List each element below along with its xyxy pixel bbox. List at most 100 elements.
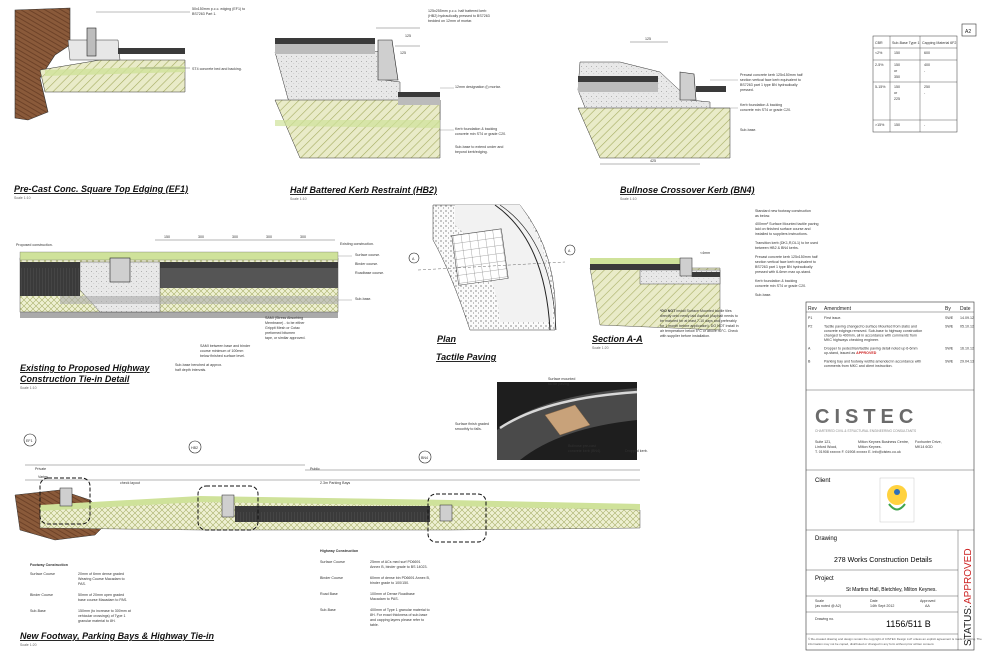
section-note: Sub-base. [755,293,771,297]
cbr-header-2: Capping Material 6F2 [922,41,956,45]
cbr-cell: 400 [924,63,930,67]
approved-label: Approved [920,599,935,603]
warning-line: directly onto newly laid Asphalt (Asphal… [660,314,738,318]
project-label: Project [815,576,834,582]
footway-layer-desc: 50mm of 20mm open graded [78,593,124,597]
bn4-dim-1: 125 [645,37,651,41]
tie-note-7: below finished surface level. [200,354,245,358]
drawing-number: 1156/511 B [886,619,931,629]
section-note: BS7263 part 1 type BN hydraulically [755,265,813,269]
cbr-header-1: Sub-Base Type 1 [892,41,920,45]
tie-note-5: SAMI between base and binder [200,344,251,348]
tie-note-0: SAMI (Stress Absorbing [265,316,303,320]
revision-id: P2 [808,325,812,329]
cbr-cell: 2-5% [875,63,884,67]
cbr-cell: 350 [894,75,900,79]
revision-text: up-stand, issued as APPROVED [824,351,877,355]
revision-by: SWE [945,360,954,364]
company-tagline: CHARTERED CIVIL & STRUCTURAL ENGINEERING… [815,429,916,433]
rev-header-rev: Rev [808,306,817,312]
cbr-cell: 5-15% [875,85,886,89]
revision-date: 16.10.12 [960,347,974,351]
revision-date: 14.09.12 [960,316,974,320]
warning-line: with supplier before installation. [660,334,710,338]
bn4-note-4: pressed. [740,88,754,92]
status-value: APPROVED [963,548,974,604]
highway-layer-desc: 25mm of ACs med surf PD6691 [370,560,421,564]
tie-dim-2: 300 [232,235,238,239]
ef1-note-3: ST4 concrete bed and backing. [192,67,242,71]
tie-layer-1: Binder course. [355,262,378,266]
bn4-note-1: Precast concrete kerb 125x150mm half [740,73,803,77]
address-4: Milton Keynes. [858,445,882,449]
highway-layer-name: Sub-Base [320,608,336,612]
marker-hb2: HB2 [191,446,198,450]
section-note: concrete min ST4 or grade C20. [755,284,806,288]
hb2-note-8: beyond kerb/edging. [455,150,488,154]
drawing-label: Drawing [815,536,837,542]
copyright-0: © Re-created drawing and design remain t… [808,637,982,641]
address-1: Linford Wood, [815,445,837,449]
footway-heading: Footway Construction [30,563,68,567]
hb2-scale: Scale 1:10 [290,197,307,201]
tie-existing: Existing construction. [340,242,374,246]
rev-header-by: By [945,306,951,312]
bn4-dim-2: 425 [650,159,656,163]
section-note: as below. [755,214,770,218]
tie-note-9: half depth intervals. [175,368,206,372]
tie-note-2: Grippit Mesh or Cotac [265,326,300,330]
revision-text: concrete edgings removed. Sub-base to hi… [824,329,922,333]
section-aa: <4mm Section A-A Scale 1:20 Standard new… [589,209,819,350]
view-note-2: Surface finish graded [455,422,489,426]
footway-layer-name: Binder Course [30,593,53,597]
plan-title: Plan [437,334,457,344]
footway-layer-desc: 150mm (to increase to 300mm at [78,609,131,613]
view-note-3: smoothly to falls. [455,427,482,431]
revision-text: changed to 400mm, all in accordance with… [824,334,917,338]
status-label: STATUS: [963,605,974,646]
revision-by: SWE [945,347,954,351]
section-note: Kerb foundation & backing [755,279,797,283]
tie-note-3: preformed bitumen [265,331,295,335]
revision-text: comments from MKC and client instruction… [824,364,893,368]
label-check: check layout [120,481,140,485]
tactile-3d-view: Surface mounted tactile paving. Surface … [455,377,648,460]
status-stamp: STATUS: APPROVED [963,548,974,646]
cbr-cell: or [894,69,898,73]
ef1-detail: 50x150mm p.c.c. edging (EF1) to BS7263 P… [14,7,245,200]
section-note: section vertical face kerb equivalent to [755,260,816,264]
cbr-cell: >15% [875,123,885,127]
tie-note-1: Membrane) - to be either [265,321,305,325]
section-dim: <4mm [700,251,710,255]
section-note: Precast concrete kerb 125x150mm half [755,255,818,259]
tie-note-8: Sub-base benched at approx. [175,363,222,367]
warning-line: *DO NOT install Surface Mounted tactile … [660,309,732,313]
rev-header-date: Date [960,306,971,312]
footway-layer-desc: granular material to 8H. [78,619,116,623]
footway-layer-desc: PAS. [78,582,86,586]
cbr-cell: 150 [894,85,900,89]
hb2-title: Half Battered Kerb Restraint (HB2) [290,185,437,195]
section-title: Section A-A [592,334,643,344]
tie-layer-3: Sub-base. [355,297,371,301]
highway-layer-desc: binder grade to 100/150. [370,581,409,585]
copyright-1: information may not be copied, distribut… [808,642,934,646]
tie-note-6: course minimum of 100mm [200,349,243,353]
cbr-cell: 600 [924,51,930,55]
highway-layer-desc: Annex B, binder grade to BS 14023. [370,565,428,569]
revision-text: Dropper to pedestrian/tactile paving det… [824,347,918,351]
tie-layer-0: Surface course. [355,253,380,257]
tie-scale: Scale 1:10 [20,386,37,390]
hb2-note-5: Kerb foundation & backing [455,127,497,131]
tie-in-detail: 150 300 300 300 300 Proposed constructio… [16,235,384,390]
cbr-header-0: CBR [875,41,883,45]
revision-id: A [808,347,811,351]
hb2-note-1: 125x255mm p.c.c. half battered kerb [428,9,486,13]
label-public: Public [310,467,320,471]
drawing-no-label: Drawing no. [815,617,834,621]
